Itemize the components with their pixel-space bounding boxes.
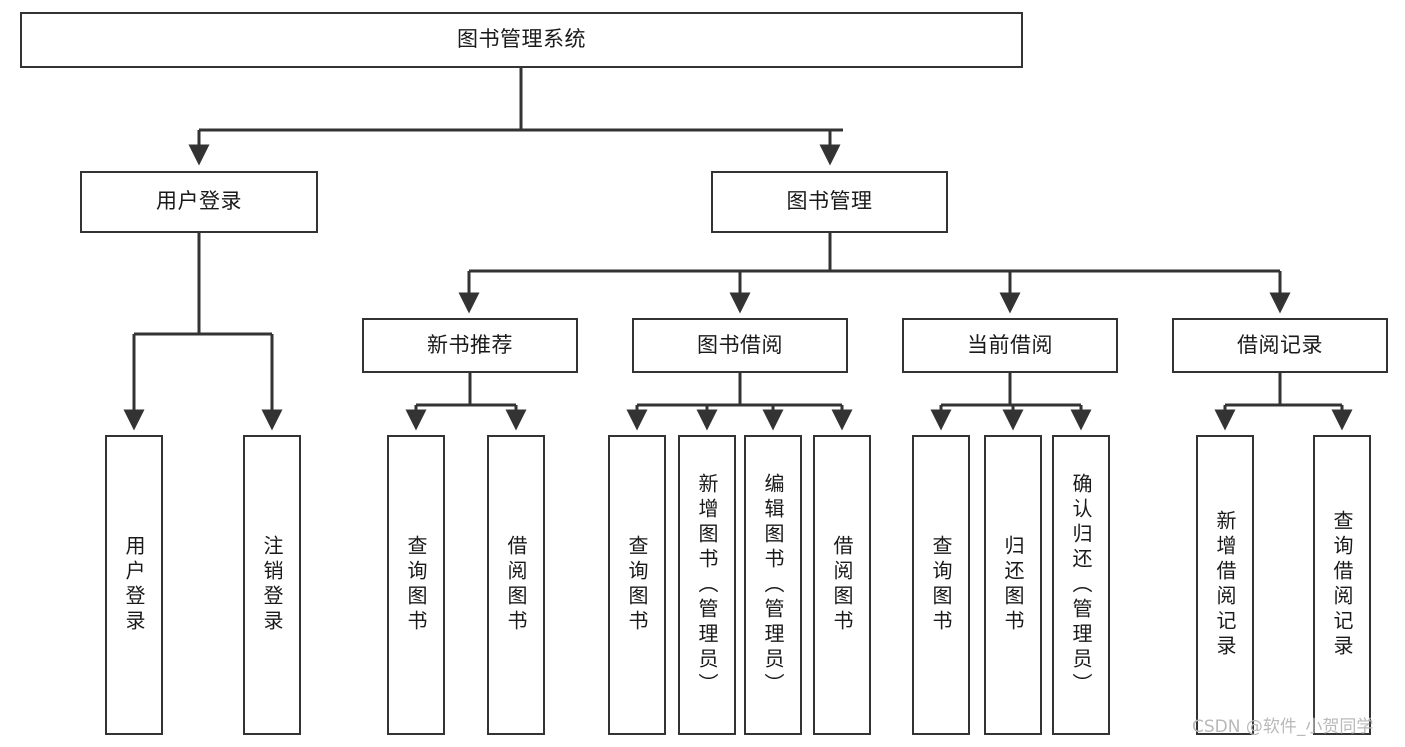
connector-group-borrow-record [1214,373,1353,431]
node-book-manage-label: 图书管理 [786,189,873,214]
node-leaf-add-book-admin[interactable]: 新增图书（管理员） [678,435,736,735]
node-leaf-borrow-book-2[interactable]: 借阅图书 [813,435,871,735]
node-leaf-borrow-book-1[interactable]: 借阅图书 [487,435,545,735]
node-current-borrow-label: 当前借阅 [967,332,1053,357]
node-leaf-query-book-3[interactable]: 查询图书 [912,435,970,735]
node-leaf-user-logout-label: 注销登录 [260,535,284,635]
node-leaf-query-book-2-label: 查询图书 [625,535,649,635]
connector-group-user-login [123,233,283,431]
connector-group-new-book-recommend [405,373,527,431]
node-leaf-edit-book-admin[interactable]: 编辑图书（管理员） [744,435,802,735]
node-leaf-edit-book-admin-label: 编辑图书（管理员） [761,472,785,698]
node-root-label: 图书管理系统 [457,27,586,52]
node-current-borrow[interactable]: 当前借阅 [902,318,1118,373]
node-new-book-recommend[interactable]: 新书推荐 [362,318,578,373]
node-leaf-add-borrow-record-label: 新增借阅记录 [1213,510,1237,660]
node-book-borrow[interactable]: 图书借阅 [632,318,848,373]
connector-group-root [188,68,843,166]
node-user-login-label: 用户登录 [156,189,242,214]
node-leaf-borrow-book-2-label: 借阅图书 [830,535,854,635]
connector-group-book-manage [458,233,1291,314]
node-leaf-add-book-admin-label: 新增图书（管理员） [695,472,719,698]
node-leaf-query-book-1-label: 查询图书 [404,535,428,635]
node-book-manage[interactable]: 图书管理 [711,171,948,233]
node-new-book-recommend-label: 新书推荐 [427,332,513,357]
node-user-login[interactable]: 用户登录 [80,171,318,233]
node-leaf-query-book-3-label: 查询图书 [929,535,953,635]
node-borrow-record[interactable]: 借阅记录 [1172,318,1388,373]
node-borrow-record-label: 借阅记录 [1237,332,1323,357]
node-leaf-query-book-2[interactable]: 查询图书 [608,435,666,735]
node-leaf-user-login[interactable]: 用户登录 [105,435,163,735]
node-leaf-add-borrow-record[interactable]: 新增借阅记录 [1196,435,1254,735]
node-book-borrow-label: 图书借阅 [697,332,783,357]
connector-group-current-borrow [930,373,1092,431]
node-root[interactable]: 图书管理系统 [20,12,1023,68]
node-leaf-confirm-return-admin-label: 确认归还（管理员） [1069,472,1093,698]
node-leaf-return-book[interactable]: 归还图书 [984,435,1042,735]
node-leaf-user-logout[interactable]: 注销登录 [243,435,301,735]
node-leaf-query-book-1[interactable]: 查询图书 [387,435,445,735]
connector-group-book-borrow [626,373,853,431]
node-leaf-borrow-book-1-label: 借阅图书 [504,535,528,635]
node-leaf-query-borrow-record-label: 查询借阅记录 [1330,510,1354,660]
node-leaf-user-login-label: 用户登录 [122,535,146,635]
node-leaf-confirm-return-admin[interactable]: 确认归还（管理员） [1052,435,1110,735]
node-leaf-return-book-label: 归还图书 [1001,535,1025,635]
node-leaf-query-borrow-record[interactable]: 查询借阅记录 [1313,435,1371,735]
